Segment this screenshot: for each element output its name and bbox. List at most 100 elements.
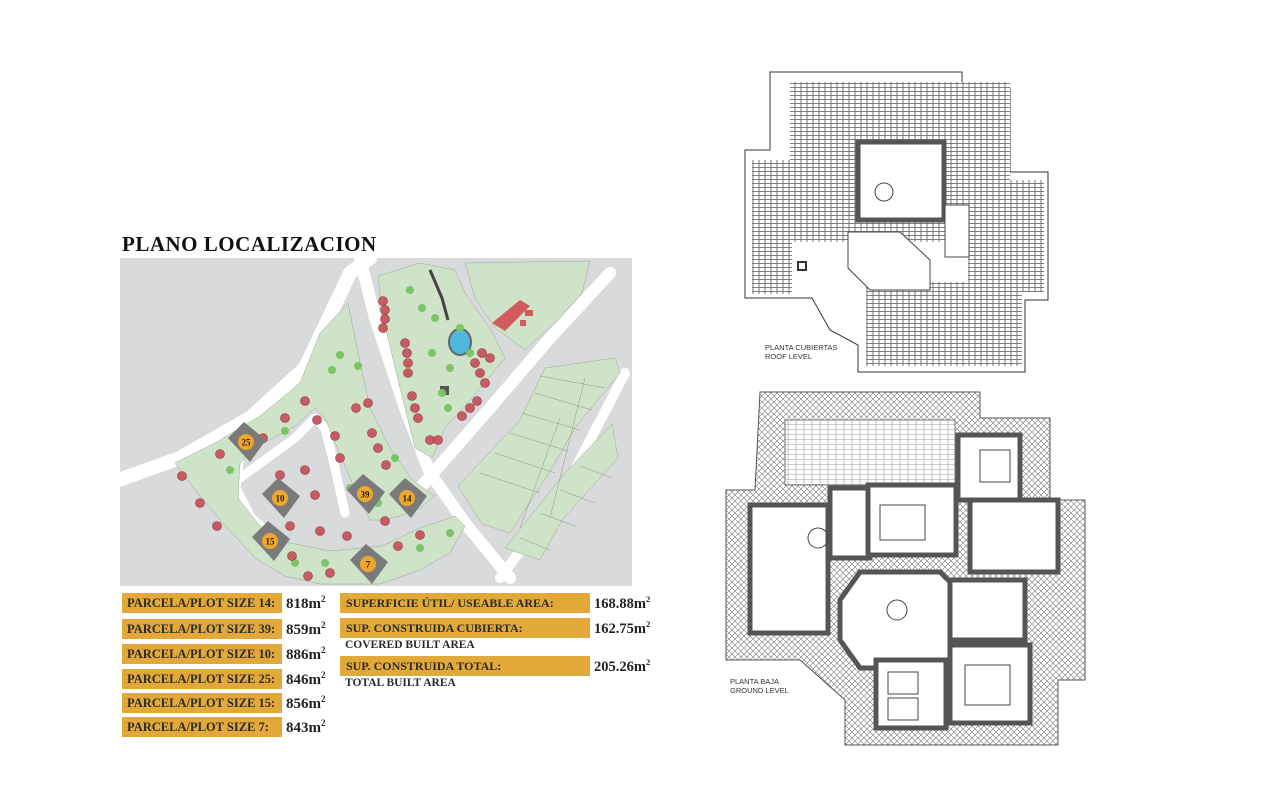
tree: [391, 454, 399, 462]
plot-size-row: PARCELA/PLOT SIZE 10:886m2: [122, 644, 326, 664]
highlighted-plots: 25 10 39 14 15 7: [228, 422, 427, 584]
tree: [446, 364, 454, 372]
house: [393, 541, 403, 551]
tree: [418, 304, 426, 312]
tree: [321, 559, 329, 567]
plot-number: 25: [242, 438, 252, 448]
house: [215, 449, 225, 459]
plot-size-row: PARCELA/PLOT SIZE 25:846m2: [122, 669, 326, 689]
plot-number: 14: [403, 494, 413, 504]
tree: [328, 366, 336, 374]
house: [177, 471, 187, 481]
house: [330, 431, 340, 441]
plot-number: 39: [361, 490, 371, 500]
house: [378, 323, 388, 333]
house: [485, 353, 495, 363]
house: [407, 391, 417, 401]
plot-marker-circle: [272, 490, 288, 506]
tree: [444, 404, 452, 412]
plot-size-value: 859m2: [286, 619, 326, 638]
plot-number: 10: [276, 494, 286, 504]
plot-marker-circle: [357, 486, 373, 502]
house: [212, 521, 222, 531]
plot-marker-7: 7: [350, 544, 388, 584]
plot-size-label: PARCELA/PLOT SIZE 10:: [122, 644, 282, 664]
house: [335, 453, 345, 463]
useable-area-value: 168.88m2: [594, 593, 651, 612]
house: [195, 498, 205, 508]
house: [381, 460, 391, 470]
plot-marker-25: 25: [228, 422, 266, 462]
path: [428, 269, 450, 321]
house: [325, 568, 335, 578]
site-plan-title: PLANO LOCALIZACION: [122, 232, 377, 256]
house: [367, 428, 377, 438]
total-area-row: SUP. CONSTRUIDA TOTAL: 205.26m2: [340, 656, 650, 676]
tree: [428, 349, 436, 357]
house: [303, 571, 313, 581]
plot-size-label: PARCELA/PLOT SIZE 39:: [122, 619, 282, 639]
plot-size-label: PARCELA/PLOT SIZE 25:: [122, 669, 282, 689]
plot-size-value: 843m2: [286, 717, 326, 736]
plot-size-label: PARCELA/PLOT SIZE 14:: [122, 593, 282, 613]
plot-marker-circle: [360, 556, 376, 572]
house: [342, 531, 352, 541]
plot-size-row: PARCELA/PLOT SIZE 7:843m2: [122, 717, 326, 737]
tree: [446, 529, 454, 537]
commercial-buildings: [492, 300, 533, 331]
plot-marker-10: 10: [262, 478, 300, 518]
house: [410, 403, 420, 413]
house: [287, 551, 297, 561]
covered-area-label: SUP. CONSTRUIDA CUBIERTA:: [340, 618, 590, 638]
plot-size-row: PARCELA/PLOT SIZE 39:859m2: [122, 619, 326, 639]
house: [373, 443, 383, 453]
covered-area-value: 162.75m2: [594, 618, 651, 637]
houses: [177, 296, 495, 581]
house: [380, 516, 390, 526]
house: [403, 368, 413, 378]
house: [475, 368, 485, 378]
house: [315, 526, 325, 536]
house: [363, 398, 373, 408]
plot-size-value: 856m2: [286, 693, 326, 712]
house: [275, 470, 285, 480]
tree: [466, 349, 474, 357]
parcel-grid: [479, 375, 613, 551]
house: [380, 314, 390, 324]
plot-size-value: 846m2: [286, 669, 326, 688]
plot-size-value: 818m2: [286, 593, 326, 612]
house: [300, 465, 310, 475]
house: [480, 378, 490, 388]
house: [378, 296, 388, 306]
total-area-sublabel: TOTAL BUILT AREA: [345, 677, 456, 689]
plot-number: 15: [266, 537, 276, 547]
tree: [456, 324, 464, 332]
plot-size-label: PARCELA/PLOT SIZE 7:: [122, 717, 282, 737]
house: [312, 415, 322, 425]
trees: [226, 286, 474, 567]
house: [425, 435, 435, 445]
house: [413, 413, 423, 423]
tree: [336, 351, 344, 359]
site-plan-map: 25 10 39 14 15 7: [120, 258, 632, 586]
house: [477, 348, 487, 358]
house: [400, 338, 410, 348]
tree: [431, 314, 439, 322]
tree: [406, 286, 414, 294]
plot-marker-39: 39: [347, 474, 385, 514]
tree: [226, 466, 234, 474]
house: [470, 358, 480, 368]
plot-marker-circle: [238, 434, 254, 450]
house: [465, 403, 475, 413]
plot-size-row: PARCELA/PLOT SIZE 14:818m2: [122, 593, 326, 613]
house: [415, 530, 425, 540]
house: [402, 348, 412, 358]
house: [380, 305, 390, 315]
plot-number: 7: [366, 560, 371, 570]
plot-marker-14: 14: [389, 478, 427, 518]
parcels: [174, 260, 621, 585]
house: [403, 358, 413, 368]
tree: [438, 389, 446, 397]
tree: [354, 362, 362, 370]
